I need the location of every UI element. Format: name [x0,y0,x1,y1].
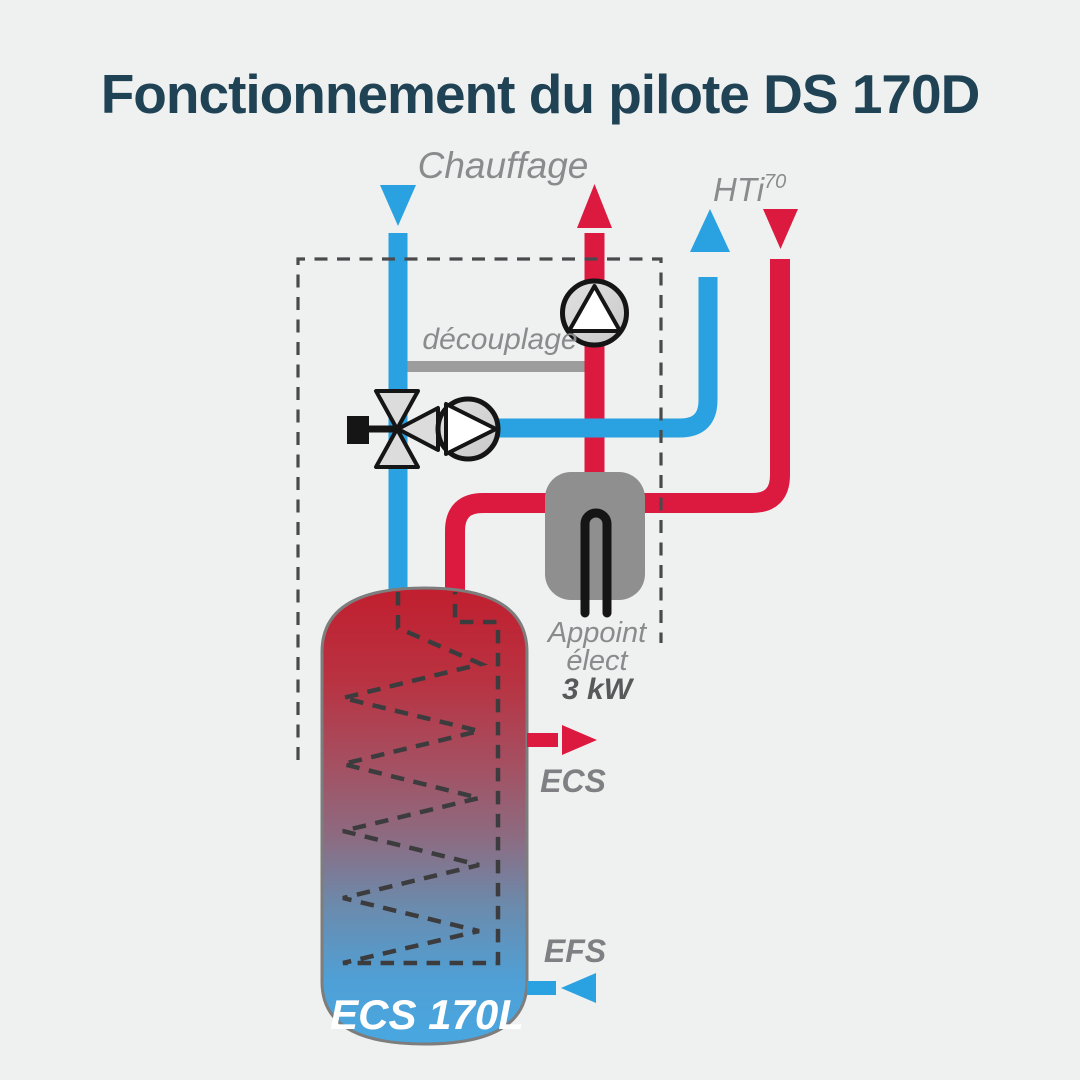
coil-icon [342,592,501,966]
hti-hot-down-arrow-icon [763,209,798,249]
booster-label-line1: Appoint [546,617,648,649]
hti-cold-up-arrow-icon [690,209,730,252]
valve-actuator [347,416,369,444]
electric-heater [545,472,645,618]
tank-capacity-label: ECS 170L [330,991,524,1038]
hti-label: HTi70 [713,171,786,208]
efs-inlet [527,973,596,1003]
ecs-label: ECS [540,763,606,799]
chauffage-label: Chauffage [418,145,589,186]
electric-heater-icon [580,508,612,618]
control-unit-boundary [296,257,663,760]
hti-label-base: HTi [713,171,766,208]
hti-label-sup: 70 [764,171,786,193]
electric-heater-body [545,472,645,600]
ecs-outlet-arrow-icon [562,725,597,755]
page-title: Fonctionnement du pilote DS 170D [101,63,980,125]
charge-pump-icon [435,396,501,462]
chauffage-supply-arrow-icon [380,185,416,226]
cold-pipe-to-hti [468,277,718,438]
decoupling-label: découplage [422,323,577,356]
efs-inlet-arrow-icon [561,973,596,1003]
booster-label-line2: élect [566,645,629,677]
ecs-outlet-pipe [527,733,558,747]
efs-inlet-pipe [527,981,556,995]
ecs-outlet [527,725,597,755]
booster-power-label: 3 kW [562,673,635,706]
mixing-valve-icon [347,389,440,469]
efs-label: EFS [544,933,607,969]
decoupling-bar [405,361,585,372]
chauffage-return-arrow-icon [577,184,612,228]
primary-pump-icon [560,278,629,348]
